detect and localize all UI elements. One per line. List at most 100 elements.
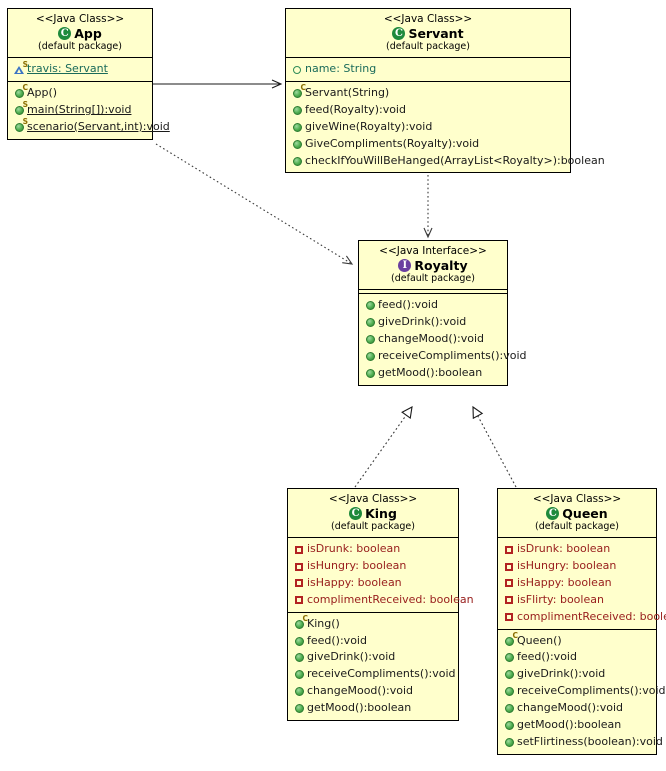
method-row[interactable]: getMood():boolean (498, 717, 656, 734)
method-text: getMood():boolean (307, 700, 412, 714)
public-method-icon (291, 122, 303, 132)
method-row[interactable]: changeMood():void (359, 331, 507, 348)
class-header-queen: <<Java Class>> C Queen (default package) (498, 489, 656, 537)
methods-compartment-app: C App() S main(String[]):void S scenario… (8, 82, 170, 139)
class-name-queen: C Queen (502, 505, 652, 521)
compartment-separator (286, 81, 570, 83)
method-row[interactable]: changeMood():void (498, 700, 656, 717)
method-text: giveDrink():void (517, 667, 606, 681)
class-box-royalty[interactable]: <<Java Interface>> I Royalty (default pa… (358, 240, 526, 386)
public-method-icon (364, 318, 376, 328)
private-field-icon (503, 545, 515, 554)
private-field-icon (293, 579, 305, 588)
methods-compartment-royalty: feed():void giveDrink():void changeMood(… (359, 294, 526, 384)
attribute-row[interactable]: isHungry: boolean (288, 558, 458, 575)
method-row[interactable]: giveWine(Royalty):void (286, 119, 570, 136)
method-row[interactable]: C King() (288, 615, 458, 633)
class-stereotype: <<Java Class>> (328, 493, 418, 505)
class-box-king[interactable]: <<Java Class>> C King (default package) … (287, 488, 474, 721)
java-class-icon: C (546, 507, 560, 521)
private-field-icon (293, 562, 305, 571)
method-row[interactable]: receiveCompliments():void (288, 666, 458, 683)
class-box-queen[interactable]: <<Java Class>> C Queen (default package)… (497, 488, 666, 755)
attribute-text: isFlirty: boolean (517, 592, 604, 606)
method-row[interactable]: feed(Royalty):void (286, 102, 570, 119)
compartment-separator (498, 537, 656, 539)
class-name-royalty: I Royalty (363, 257, 503, 273)
package-static-field-icon: S (13, 61, 28, 74)
attribute-text: isHappy: boolean (307, 576, 402, 590)
class-box-app[interactable]: <<Java Class>> C App (default package) S… (7, 8, 170, 140)
method-row[interactable]: giveDrink():void (288, 649, 458, 666)
attribute-row[interactable]: S travis: Servant (8, 61, 152, 78)
attributes-compartment-queen: isDrunk: boolean isHungry: boolean isHap… (498, 538, 666, 628)
class-stereotype: <<Java Class>> (532, 493, 622, 505)
attribute-text: isDrunk: boolean (517, 542, 611, 556)
attribute-row[interactable]: name: String (286, 61, 570, 78)
attribute-row[interactable]: isHappy: boolean (288, 575, 458, 592)
method-row[interactable]: changeMood():void (288, 683, 458, 700)
method-row[interactable]: receiveCompliments():void (498, 683, 665, 700)
method-row[interactable]: S scenario(Servant,int):void (8, 118, 170, 136)
attribute-row[interactable]: complimentReceived: boolean (498, 609, 666, 626)
public-method-icon (293, 636, 305, 646)
method-row[interactable]: S main(String[]):void (8, 101, 152, 119)
method-text: feed():void (307, 633, 367, 647)
method-row[interactable]: giveDrink():void (498, 666, 656, 683)
method-text: changeMood():void (307, 684, 413, 698)
attribute-row[interactable]: isHappy: boolean (498, 575, 656, 592)
method-text: feed():void (517, 650, 577, 664)
method-row[interactable]: C Queen() (498, 632, 656, 650)
class-header-king: <<Java Class>> C King (default package) (288, 489, 458, 537)
class-stereotype: <<Java Interface>> (379, 245, 487, 257)
class-name-app: C App (12, 26, 148, 41)
private-field-icon (293, 596, 305, 605)
method-row[interactable]: getMood():boolean (359, 365, 507, 382)
attribute-row[interactable]: isDrunk: boolean (498, 541, 656, 558)
method-row[interactable]: getMood():boolean (288, 700, 458, 717)
methods-compartment-king: C King() feed():void giveDrink():void re… (288, 613, 458, 720)
attribute-row[interactable]: isHungry: boolean (498, 558, 656, 575)
method-text: checkIfYouWillBeHanged(ArrayList<Royalty… (305, 153, 605, 167)
method-text: main(String[]):void (27, 103, 132, 117)
public-method-icon (503, 720, 515, 730)
java-class-icon: C (58, 27, 72, 41)
java-interface-icon: I (398, 259, 412, 273)
method-text: feed():void (378, 298, 438, 312)
attribute-row[interactable]: isDrunk: boolean (288, 541, 458, 558)
class-box-servant[interactable]: <<Java Class>> C Servant (default packag… (285, 8, 605, 174)
attribute-row[interactable]: complimentReceived: boolean (288, 592, 474, 609)
method-row[interactable]: feed():void (498, 649, 656, 666)
class-name-text: Royalty (414, 257, 468, 273)
java-class-icon: C (349, 507, 363, 521)
private-field-icon (503, 596, 515, 605)
compartment-separator (498, 628, 656, 630)
method-row[interactable]: feed():void (359, 297, 507, 314)
attribute-row[interactable]: isFlirty: boolean (498, 592, 656, 609)
method-text: getMood():boolean (517, 717, 622, 731)
public-method-icon (364, 351, 376, 361)
public-method-icon (364, 301, 376, 311)
method-row[interactable]: GiveCompliments(Royalty):void (286, 136, 570, 153)
methods-compartment-queen: C Queen() feed():void giveDrink():void r… (498, 630, 665, 754)
public-constructor-icon: C (293, 615, 308, 629)
method-row[interactable]: C Servant(String) (286, 84, 570, 102)
method-row[interactable]: feed():void (288, 633, 458, 650)
public-method-icon (364, 334, 376, 344)
method-row[interactable]: checkIfYouWillBeHanged(ArrayList<Royalty… (286, 153, 605, 170)
class-name-text: Queen (562, 505, 608, 521)
method-row[interactable]: C App() (8, 84, 152, 102)
method-row[interactable]: receiveCompliments():void (359, 348, 526, 365)
attributes-compartment-king: isDrunk: boolean isHungry: boolean isHap… (288, 538, 474, 611)
compartment-separator (8, 57, 152, 59)
class-package: (default package) (535, 520, 619, 532)
methods-compartment-servant: C Servant(String) feed(Royalty):void giv… (286, 82, 605, 172)
method-text: Queen() (517, 633, 562, 647)
private-field-icon (503, 579, 515, 588)
method-row[interactable]: giveDrink():void (359, 314, 507, 331)
public-method-icon (503, 653, 515, 663)
method-row[interactable]: setFlirtiness(boolean):void (498, 734, 663, 751)
class-stereotype: <<Java Class>> (35, 13, 125, 25)
attributes-compartment-app: S travis: Servant (8, 58, 152, 81)
method-text: GiveCompliments(Royalty):void (305, 136, 480, 150)
